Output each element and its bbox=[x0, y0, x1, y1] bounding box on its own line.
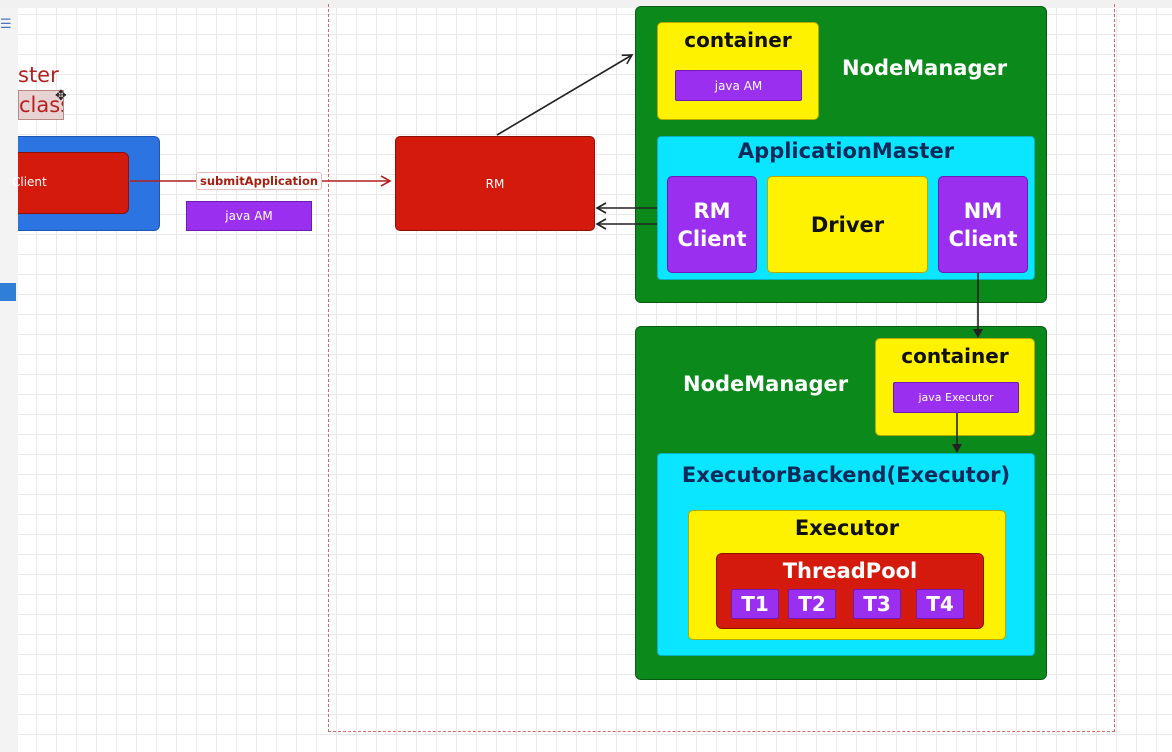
nm-client-label-line2: Client bbox=[948, 226, 1018, 251]
thread-t1[interactable]: T1 bbox=[731, 589, 779, 619]
class-label[interactable]: class bbox=[18, 90, 64, 120]
thread-t3[interactable]: T3 bbox=[853, 589, 901, 619]
nm2-title: NodeManager bbox=[683, 372, 849, 396]
nm1-container-title: container bbox=[684, 28, 792, 52]
nm2-container-title: container bbox=[901, 344, 1009, 368]
thread-t3-label: T3 bbox=[863, 592, 891, 616]
client-label: Client bbox=[12, 175, 47, 189]
rm-to-node-manager-edge[interactable] bbox=[496, 54, 634, 136]
rm-client-label-line2: Client bbox=[677, 226, 747, 251]
thread-t1-label: T1 bbox=[741, 592, 769, 616]
java-executor-label: java Executor bbox=[918, 391, 994, 404]
thread-pool-title: ThreadPool bbox=[782, 559, 918, 583]
driver-label: Driver bbox=[810, 212, 885, 237]
nm-client-label-line1: NM bbox=[963, 198, 1003, 223]
sidebar-tab[interactable] bbox=[0, 283, 16, 301]
client-java-am-box[interactable]: java AM bbox=[186, 201, 312, 231]
master-label: ster bbox=[18, 63, 59, 87]
thread-t2[interactable]: T2 bbox=[788, 589, 836, 619]
cluster-boundary bbox=[328, 4, 1115, 732]
submit-application-label: submitApplication bbox=[196, 172, 323, 190]
nm1-java-am-label: java AM bbox=[714, 78, 763, 93]
rm-client-box[interactable]: RM Client bbox=[667, 176, 757, 273]
menu-icon[interactable]: ☰ bbox=[0, 17, 12, 32]
rm-label: RM bbox=[485, 176, 505, 191]
executor-title: Executor bbox=[794, 516, 900, 540]
thread-t2-label: T2 bbox=[798, 592, 826, 616]
driver-box[interactable]: Driver bbox=[767, 176, 928, 273]
java-executor-box[interactable]: java Executor bbox=[893, 382, 1019, 413]
client-box[interactable]: Client bbox=[12, 152, 129, 214]
move-cursor-icon: ✥ bbox=[55, 88, 67, 104]
thread-t4[interactable]: T4 bbox=[916, 589, 964, 619]
rm-client-label-line1: RM bbox=[693, 198, 731, 223]
nm1-java-am-box[interactable]: java AM bbox=[675, 70, 802, 101]
thread-t4-label: T4 bbox=[926, 592, 954, 616]
resource-manager-box[interactable]: RM bbox=[395, 136, 595, 231]
application-master-title: ApplicationMaster bbox=[737, 139, 955, 163]
executor-backend-title: ExecutorBackend(Executor) bbox=[681, 463, 1011, 487]
nm-client-box[interactable]: NM Client bbox=[938, 176, 1028, 273]
nm1-title: NodeManager bbox=[842, 56, 1008, 80]
client-java-am-label: java AM bbox=[225, 209, 273, 223]
